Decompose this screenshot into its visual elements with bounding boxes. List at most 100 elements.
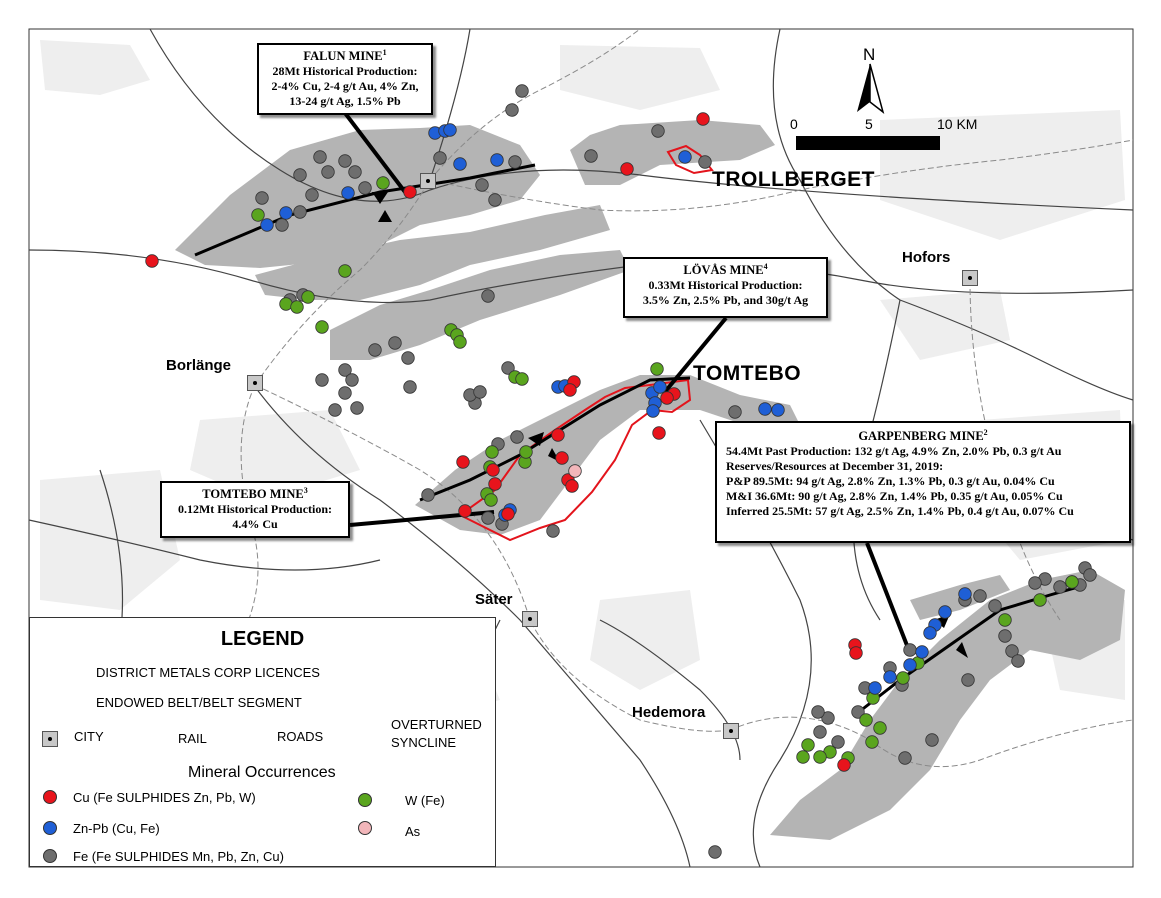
occurrence-zn-marker	[341, 186, 355, 200]
legend-znpb-label: Zn-Pb (Cu, Fe)	[73, 821, 160, 836]
occurrence-w-marker	[1065, 575, 1079, 589]
roads	[28, 28, 1134, 868]
occurrence-fe-marker	[728, 405, 742, 419]
occurrence-cu-marker	[620, 162, 634, 176]
occurrence-fe-marker	[488, 193, 502, 207]
occurrence-zn-marker	[883, 670, 897, 684]
occurrence-cu-marker	[456, 455, 470, 469]
occurrence-zn-marker	[771, 403, 785, 417]
central-belt	[330, 250, 630, 360]
occurrence-fe-marker	[508, 155, 522, 169]
occurrence-fe-marker	[433, 151, 447, 165]
occurrence-fe-marker	[515, 84, 529, 98]
occurrence-cu-marker	[563, 383, 577, 397]
occurrence-fe-marker	[293, 168, 307, 182]
legend-w-dot	[358, 793, 372, 807]
occurrence-fe-marker	[831, 735, 845, 749]
lovas-line-2: 3.5% Zn, 2.5% Pb, and 30g/t Ag	[642, 293, 809, 307]
legend-cu-dot	[43, 790, 57, 804]
occurrence-fe-marker	[1005, 644, 1019, 658]
occurrence-fe-marker	[1028, 576, 1042, 590]
garpenberg-line-5: Inferred 25.5Mt: 57 g/t Ag, 2.5% Zn, 1.4…	[726, 504, 1074, 518]
occurrence-fe-marker	[403, 380, 417, 394]
occurrence-fe-marker	[546, 524, 560, 538]
occurrence-zn-marker	[938, 605, 952, 619]
garpenberg-line-1: 54.4Mt Past Production: 132 g/t Ag, 4.9%…	[726, 444, 1062, 458]
occurrence-fe-marker	[988, 599, 1002, 613]
occurrence-zn-marker	[443, 123, 457, 137]
tomtebo-mine-callout: TOMTEBO MINE3 0.12Mt Historical Producti…	[160, 481, 350, 538]
legend-fe-dot	[43, 849, 57, 863]
city-label-hofors: Hofors	[902, 249, 951, 266]
legend-title: LEGEND	[220, 628, 305, 650]
occurrence-zn-marker	[868, 681, 882, 695]
occurrence-cu-marker	[403, 185, 417, 199]
occurrence-zn-marker	[923, 626, 937, 640]
occurrence-w-marker	[376, 176, 390, 190]
legend-syncline-label-2: SYNCLINE	[391, 735, 457, 750]
occurrence-zn-marker	[646, 404, 660, 418]
falun-line-3: 13-24 g/t Ag, 1.5% Pb	[289, 94, 401, 108]
occurrence-zn-marker	[958, 587, 972, 601]
occurrence-fe-marker	[961, 673, 975, 687]
occurrence-fe-marker	[321, 165, 335, 179]
legend-w-label: W (Fe)	[405, 793, 445, 808]
occurrence-zn-marker	[758, 402, 772, 416]
garpenberg-line-4: M&I 36.6Mt: 90 g/t Ag, 2.8% Zn, 1.4% Pb,…	[726, 489, 1063, 503]
occurrence-fe-marker	[275, 218, 289, 232]
occurrence-fe-marker	[973, 589, 987, 603]
legend-as-dot	[358, 821, 372, 835]
mineral-occurrences	[145, 84, 1097, 859]
occurrence-w-marker	[279, 297, 293, 311]
occurrence-fe-marker	[368, 343, 382, 357]
occurrence-w-marker	[801, 738, 815, 752]
city-marker-hofors	[962, 270, 978, 286]
occurrence-fe-marker	[481, 289, 495, 303]
city-label-sater: Säter	[475, 591, 513, 608]
occurrence-fe-marker	[510, 430, 524, 444]
city-marker-hedemora	[723, 723, 739, 739]
scale-label-10km: 10 KM	[937, 116, 978, 132]
legend-as-label: As	[405, 824, 421, 839]
occurrence-w-marker	[485, 445, 499, 459]
garpenberg-syncline	[854, 583, 1086, 717]
occurrence-fe-marker	[421, 488, 435, 502]
occurrence-fe-marker	[584, 149, 598, 163]
city-marker-falun	[420, 173, 436, 189]
occurrence-cu-marker	[849, 646, 863, 660]
occurrence-fe-marker	[813, 725, 827, 739]
occurrence-fe-marker	[473, 385, 487, 399]
tomtebo-line-1: 0.12Mt Historical Production:	[177, 502, 333, 516]
trollberget-label: TROLLBERGET	[712, 168, 875, 191]
occurrence-fe-marker	[305, 188, 319, 202]
occurrence-w-marker	[301, 290, 315, 304]
occurrence-fe-marker	[1083, 568, 1097, 582]
occurrence-cu-marker	[145, 254, 159, 268]
legend-rail-label: RAIL	[178, 731, 207, 746]
occurrence-zn-marker	[453, 157, 467, 171]
occurrence-fe-marker	[388, 336, 402, 350]
occurrence-cu-marker	[458, 504, 472, 518]
occurrence-fe-marker	[1053, 580, 1067, 594]
garpenberg-belt	[770, 570, 1125, 840]
lovas-mine-title: LÖVÅS MINE4	[683, 261, 768, 277]
occurrence-cu-marker	[660, 391, 674, 405]
occurrence-cu-marker	[652, 426, 666, 440]
occurrence-w-marker	[813, 750, 827, 764]
occurrence-cu-marker	[551, 428, 565, 442]
occurrence-w-marker	[484, 493, 498, 507]
north-arrow-icon	[857, 63, 885, 114]
occurrence-w-marker	[515, 372, 529, 386]
legend-fe-label: Fe (Fe SULPHIDES Mn, Pb, Zn, Cu)	[73, 849, 284, 864]
legend-city-icon	[42, 731, 58, 747]
occurrence-w-marker	[998, 613, 1012, 627]
occurrence-w-marker	[1033, 593, 1047, 607]
tomtebo-district-label: TOMTEBO	[693, 362, 802, 385]
occurrence-zn-marker	[653, 380, 667, 394]
occurrence-fe-marker	[348, 165, 362, 179]
legend-licences-label: DISTRICT METALS CORP LICENCES	[96, 665, 320, 680]
occurrence-cu-marker	[696, 112, 710, 126]
city-label-borlange: Borlänge	[166, 357, 232, 374]
garpenberg-line-3: P&P 89.5Mt: 94 g/t Ag, 2.8% Zn, 1.3% Pb,…	[726, 474, 1055, 488]
occurrence-w-marker	[290, 300, 304, 314]
